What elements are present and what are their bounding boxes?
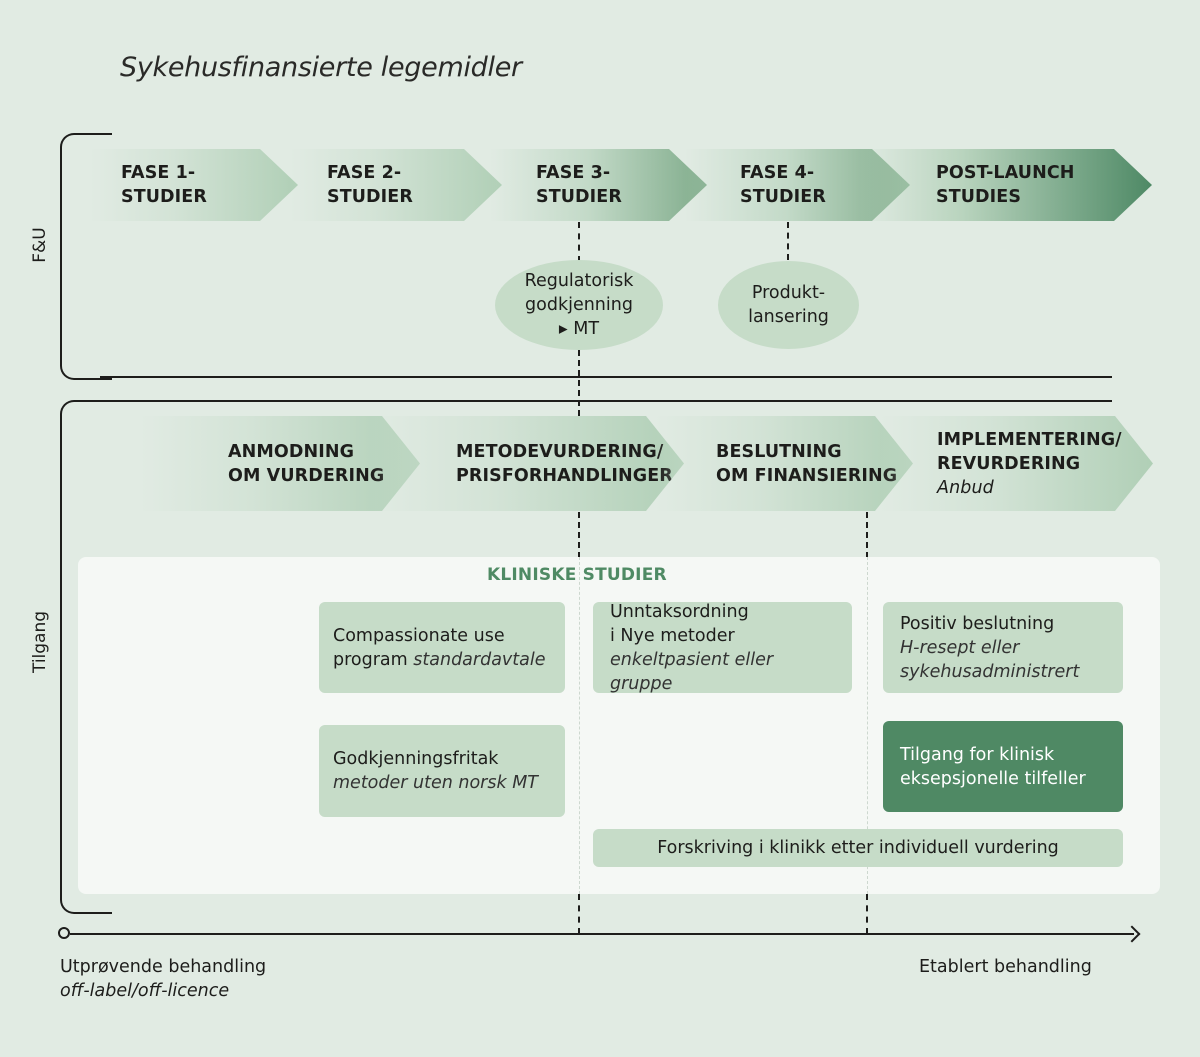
phase-arrow-fase3: FASE 3- STUDIER bbox=[490, 149, 707, 221]
axis-arrow-head-icon bbox=[1123, 925, 1141, 943]
axis-start-circle bbox=[58, 927, 70, 939]
step-arrow-metodevurdering: METODEVURDERING/ PRISFORHANDLINGER bbox=[370, 416, 684, 511]
fu-section-label: F&U bbox=[30, 227, 50, 263]
box-title: program bbox=[333, 649, 408, 670]
connector-beslutning-down bbox=[866, 512, 868, 558]
phase-label-line1: FASE 3- bbox=[536, 163, 611, 183]
box-title: Forskriving i klinikk etter individuell … bbox=[657, 838, 1059, 858]
box-unntaksordning: Unntaksordning i Nye metoder enkeltpasie… bbox=[593, 601, 852, 694]
connector-axis-center bbox=[578, 894, 580, 934]
box-title: i Nye metoder bbox=[610, 625, 735, 646]
tilgang-bracket bbox=[60, 400, 112, 914]
panel-guide-center bbox=[579, 557, 580, 894]
box-title: Compassionate use bbox=[333, 625, 505, 646]
step-label-line2: REVURDERING bbox=[937, 453, 1081, 474]
milestone-product-launch: Produkt- lansering bbox=[718, 261, 859, 349]
box-subtitle: H-resept eller bbox=[900, 637, 1020, 658]
step-sublabel: Anbud bbox=[937, 477, 994, 498]
box-title: Positiv beslutning bbox=[900, 613, 1055, 634]
step-arrow-implementering: IMPLEMENTERING/ REVURDERING Anbud bbox=[880, 416, 1153, 511]
kliniske-studier-title: KLINISKE STUDIER bbox=[487, 565, 667, 585]
box-subtitle: sykehusadministrert bbox=[900, 661, 1080, 682]
phase-label-line2: STUDIER bbox=[327, 187, 413, 207]
milestone-text: godkjenning bbox=[525, 295, 633, 315]
milestone-text: Regulatorisk bbox=[524, 271, 634, 291]
panel-guide-right bbox=[867, 557, 868, 894]
box-title: eksepsjonelle tilfeller bbox=[900, 768, 1086, 789]
treatment-axis bbox=[70, 933, 1134, 935]
tilgang-top-line bbox=[100, 400, 1112, 402]
connector-fase4-to-launch bbox=[787, 222, 789, 260]
step-label-line2: OM FINANSIERING bbox=[716, 465, 898, 486]
box-title: Unntaksordning bbox=[610, 601, 749, 622]
phase-label-line1: POST-LAUNCH bbox=[936, 163, 1075, 183]
phase-label-line2: STUDIER bbox=[536, 187, 622, 207]
phase-label-line1: FASE 1- bbox=[121, 163, 196, 183]
phase-arrow-fase1: FASE 1- STUDIER bbox=[90, 149, 298, 221]
box-godkjenningsfritak: Godkjenningsfritak metoder uten norsk MT bbox=[319, 725, 565, 817]
step-label-line2: PRISFORHANDLINGER bbox=[456, 465, 673, 486]
box-compassionate-use: Compassionate use program standardavtale bbox=[319, 602, 565, 693]
axis-start-label: Utprøvende behandling off-label/off-lice… bbox=[60, 955, 266, 1003]
phase-label-line1: FASE 4- bbox=[740, 163, 815, 183]
box-subtitle: enkeltpasient eller gruppe bbox=[610, 649, 774, 694]
step-label-line1: ANMODNING bbox=[228, 441, 355, 462]
phase-label-line1: FASE 2- bbox=[327, 163, 402, 183]
tilgang-section-label: Tilgang bbox=[30, 610, 50, 674]
box-title: Godkjenningsfritak bbox=[333, 749, 499, 769]
phase-arrow-fase2: FASE 2- STUDIER bbox=[290, 149, 502, 221]
box-tilgang-klinisk-eksepsjonelle: Tilgang for klinisk eksepsjonelle tilfel… bbox=[883, 721, 1123, 812]
connector-metodevurdering-down bbox=[578, 512, 580, 558]
milestone-text: ▸ MT bbox=[558, 319, 600, 339]
milestone-regulatory-approval: Regulatorisk godkjenning ▸ MT bbox=[495, 260, 663, 350]
fu-bracket bbox=[60, 133, 112, 380]
milestone-text: lansering bbox=[748, 307, 829, 327]
axis-start-text: Utprøvende behandling bbox=[60, 957, 267, 977]
step-label-line1: IMPLEMENTERING/ bbox=[937, 429, 1122, 450]
phase-label-line2: STUDIER bbox=[740, 187, 826, 207]
box-title: Tilgang for klinisk bbox=[900, 744, 1055, 765]
step-label-line1: METODEVURDERING/ bbox=[456, 441, 664, 462]
box-subtitle: standardavtale bbox=[413, 649, 546, 670]
phase-label-line2: STUDIER bbox=[121, 187, 207, 207]
box-positiv-beslutning: Positiv beslutning H-resept eller sykehu… bbox=[883, 602, 1123, 693]
axis-end-label: Etablert behandling bbox=[919, 957, 1092, 977]
phase-arrow-post-launch: POST-LAUNCH STUDIES bbox=[860, 149, 1152, 221]
box-forskriving-i-klinikk: Forskriving i klinikk etter individuell … bbox=[593, 829, 1123, 867]
diagram-title: Sykehusfinansierte legemidler bbox=[120, 52, 522, 83]
step-label-line1: BESLUTNING bbox=[716, 441, 842, 462]
step-arrow-beslutning: BESLUTNING OM FINANSIERING bbox=[655, 416, 913, 511]
phase-label-line2: STUDIES bbox=[936, 187, 1022, 207]
connector-fase3-to-regulatory bbox=[578, 222, 580, 262]
milestone-text: Produkt- bbox=[751, 283, 826, 303]
connector-regulatory-down bbox=[578, 350, 580, 416]
connector-axis-right bbox=[866, 894, 868, 934]
box-subtitle: metoder uten norsk MT bbox=[333, 773, 538, 793]
step-label-line2: OM VURDERING bbox=[228, 465, 385, 486]
fu-bottom-line bbox=[100, 376, 1112, 378]
axis-start-subtext: off-label/off-licence bbox=[60, 981, 230, 1001]
